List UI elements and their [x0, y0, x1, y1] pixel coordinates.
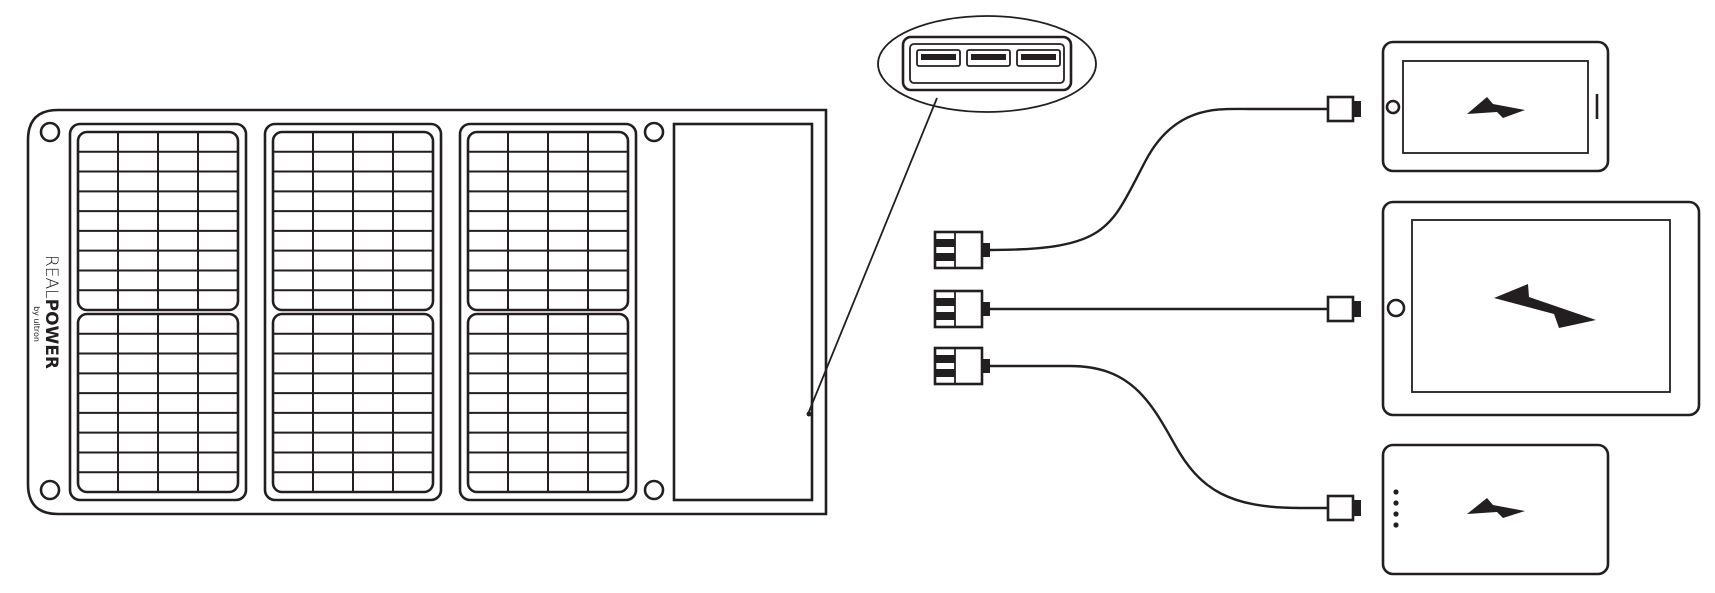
usb-a-plug [933, 230, 990, 270]
svg-text:REALPOWER: REALPOWER [41, 255, 61, 369]
solar-panel-frame [263, 122, 443, 502]
solar-cell-block [76, 312, 240, 494]
lightning-icon [1467, 498, 1525, 518]
tablet-screen [1411, 219, 1671, 393]
usb-port-housing-inner [909, 43, 1065, 84]
grommet-top-left [39, 121, 61, 143]
grommet-bottom-right [643, 479, 665, 501]
charger-outline [26, 108, 828, 516]
solar-panel [263, 122, 443, 502]
device-plug-body [1326, 295, 1355, 323]
usb-port-tongue [971, 54, 1006, 60]
solar-cell-block [271, 312, 435, 494]
usb-port [916, 49, 961, 67]
grommet-bottom-left [39, 479, 61, 501]
charging-cables [933, 95, 1361, 522]
solar-charger: REALPOWER by ultron [26, 108, 828, 516]
tablet-body [1381, 200, 1701, 417]
device-plug-tip [1353, 101, 1361, 117]
power-bank-body [1381, 443, 1610, 576]
usb-port-tongue [921, 54, 956, 60]
solar-panel [68, 122, 248, 502]
battery-level-dots [1393, 489, 1399, 528]
device-plug [1326, 494, 1361, 522]
usb-port-opening [966, 49, 1011, 67]
solar-cell-block [466, 130, 630, 312]
device-plug-tip [1353, 500, 1361, 516]
usb-port [1016, 49, 1061, 67]
cable-to-phone [987, 107, 1328, 252]
phone-home-button [1385, 99, 1401, 115]
logo-light-text: REAL [41, 255, 61, 299]
usb-a-plug-contact [935, 355, 955, 363]
usb-a-plug [933, 346, 990, 386]
usb-port-tongue [1021, 54, 1056, 60]
device-plug [1326, 295, 1361, 323]
usb-a-plugs [933, 230, 990, 386]
solar-cell-block [271, 130, 435, 312]
device-plug-body [1326, 494, 1355, 522]
solar-panels [68, 122, 638, 502]
usb-a-plug-body [933, 289, 984, 329]
cable-to-power-bank [988, 364, 1328, 510]
usb-a-plug-collar [982, 243, 990, 257]
usb-port-callout [807, 15, 1097, 415]
device-plug-tip [1353, 301, 1361, 317]
solar-panel-frame [68, 122, 248, 502]
lightning-icon [1494, 284, 1596, 328]
tablet-device [1381, 200, 1701, 417]
usb-a-plug-body [933, 230, 984, 270]
usb-a-plug-contact [935, 312, 955, 320]
logo-bold-text: POWER [41, 299, 61, 369]
usb-port-opening [916, 49, 961, 67]
device-plugs [1326, 95, 1361, 522]
solar-panel-frame [458, 122, 638, 502]
usb-port-opening [1016, 49, 1061, 67]
usb-a-plug-contact [935, 239, 955, 247]
charger-pocket [672, 122, 814, 502]
phone-body [1381, 40, 1610, 173]
usb-a-plug-contact [935, 253, 955, 261]
solar-panel [458, 122, 638, 502]
usb-a-plug-collar [982, 359, 990, 373]
solar-cell-block [466, 312, 630, 494]
power-bank-device [1381, 443, 1610, 576]
usb-a-plug [933, 289, 990, 329]
usb-port [966, 49, 1011, 67]
tablet-home-button [1386, 298, 1406, 318]
callout-ellipse [877, 15, 1097, 113]
device-plug-body [1326, 95, 1355, 123]
phone-device [1381, 40, 1610, 173]
logo-subtext: by ultron [32, 306, 41, 342]
solar-cell-block [76, 130, 240, 312]
usb-a-plug-collar [982, 302, 990, 316]
usb-port-housing [901, 35, 1073, 92]
usb-a-plug-body [933, 346, 984, 386]
device-plug [1326, 95, 1361, 123]
phone-screen [1402, 60, 1589, 154]
callout-leader-line [807, 97, 938, 415]
usb-a-plug-contact [935, 298, 955, 306]
grommet-top-right [643, 121, 665, 143]
lightning-icon [1467, 97, 1525, 118]
usb-ports [916, 49, 1061, 67]
usb-a-plug-contact [935, 369, 955, 377]
brand-logo: REALPOWER by ultron [32, 255, 61, 369]
